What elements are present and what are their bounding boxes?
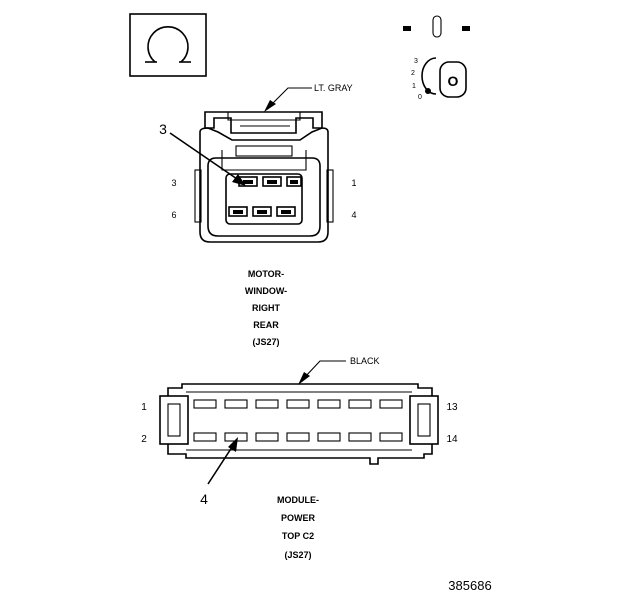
callout-arrow-4 [207, 437, 238, 485]
bottom-connector [159, 383, 439, 465]
top-name-line-2: WINDOW- [245, 286, 287, 296]
pin-label-4: 4 [351, 210, 356, 220]
ohmmeter-symbol [129, 13, 207, 77]
pin-label-2-bottom: 2 [141, 434, 147, 445]
pin-label-14: 14 [446, 434, 458, 445]
ignition-key-icon: O 3 2 1 0 [403, 15, 470, 101]
top-connector-name: MOTOR- WINDOW- RIGHT REAR (JS27) [245, 269, 287, 347]
key-position-2: 2 [411, 70, 415, 77]
top-name-line-4: REAR [253, 320, 279, 330]
wire-color-lt-gray: LT. GRAY [314, 83, 353, 93]
pin-label-3: 3 [171, 178, 176, 188]
top-name-line-5: (JS27) [252, 337, 279, 347]
bottom-name-line-2: POWER [281, 513, 316, 523]
bottom-name-line-4: (JS27) [284, 550, 311, 560]
bottom-name-line-3: TOP C2 [282, 531, 314, 541]
callout-number-3: 3 [159, 121, 167, 137]
top-name-line-1: MOTOR- [248, 269, 284, 279]
key-position-1: 1 [412, 83, 416, 90]
pin-label-13: 13 [446, 402, 458, 413]
callout-number-4: 4 [200, 491, 208, 507]
bottom-connector-name: MODULE- POWER TOP C2 (JS27) [277, 495, 319, 560]
top-name-line-3: RIGHT [252, 303, 281, 313]
callout-arrow-3 [169, 132, 246, 186]
key-position-3: 3 [414, 58, 418, 65]
wire-color-callout-top [264, 87, 312, 112]
key-letter: O [448, 73, 459, 89]
bottom-name-line-1: MODULE- [277, 495, 319, 505]
figure-number: 385686 [448, 578, 491, 593]
wire-color-callout-bottom [298, 360, 346, 385]
pin-label-1: 1 [351, 178, 356, 188]
key-position-0: 0 [418, 94, 422, 101]
pin-label-1-bottom: 1 [141, 402, 147, 413]
top-connector [194, 111, 334, 243]
pin-label-6: 6 [171, 210, 176, 220]
wire-color-black: BLACK [350, 356, 380, 366]
